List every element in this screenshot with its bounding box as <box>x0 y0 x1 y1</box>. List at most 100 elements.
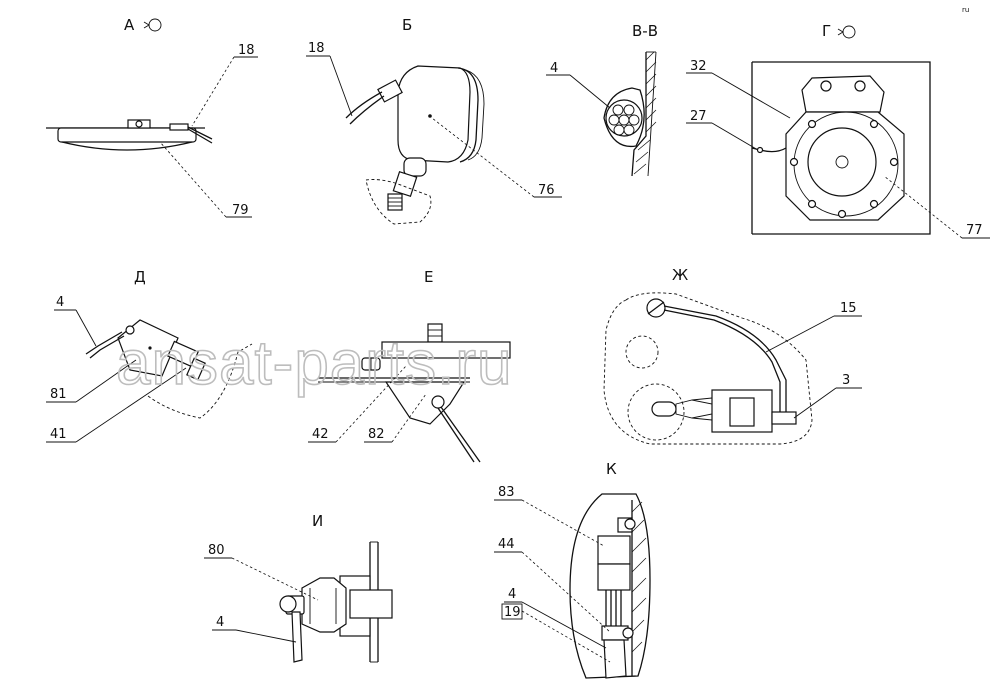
view-i-switch-body <box>301 577 347 633</box>
view-a-screw <box>135 120 143 128</box>
view-b-title: Б <box>402 16 412 34</box>
view-v-title: В-В <box>632 22 658 40</box>
view-d-callout-81: 81 <box>50 387 67 402</box>
view-i-leader-80 <box>231 557 319 601</box>
view-zh-callout-3: 3 <box>842 373 850 388</box>
view-k-top-screw <box>624 518 636 530</box>
view-v-clamp <box>603 87 645 148</box>
view-v: В-В 4 <box>546 22 658 177</box>
view-b-mount-panel <box>365 179 432 225</box>
view-b-ball-joint <box>403 157 427 177</box>
view-b-lamp-lens <box>465 69 485 161</box>
view-b-callout-18: 18 <box>308 41 325 56</box>
view-k-callout-19-box <box>501 603 523 620</box>
view-g-lens <box>807 127 877 197</box>
view-a-callout-18: 18 <box>238 43 255 58</box>
view-g-callout-27: 27 <box>690 109 707 124</box>
view-d-wire <box>85 331 123 355</box>
view-b-wire <box>345 91 383 119</box>
view-i: И 80 4 <box>204 512 393 663</box>
view-e-title: Е <box>424 268 433 286</box>
view-a-terminal <box>169 123 189 131</box>
view-k-leader-83 <box>521 499 605 547</box>
view-k-leader-4 <box>521 601 607 649</box>
view-e-lamp-body <box>384 381 466 425</box>
view-zh-mount-plate <box>603 292 813 445</box>
view-b-leader-18 <box>329 55 353 117</box>
view-d-screw <box>125 325 135 335</box>
view-g-screw-right <box>854 80 866 92</box>
view-g-bracket <box>801 75 885 113</box>
view-k-callout-4: 4 <box>508 587 516 602</box>
view-d-nut <box>186 357 206 381</box>
view-v-wall <box>631 52 647 177</box>
view-k-harness <box>603 639 627 679</box>
view-d-callout-41: 41 <box>50 427 67 442</box>
view-g-callout-77: 77 <box>966 223 983 238</box>
view-b: Б 18 76 <box>306 16 562 225</box>
view-k-callout-19: 19 <box>504 605 521 620</box>
view-i-wire <box>291 611 303 663</box>
view-zh-title: Ж <box>672 266 688 284</box>
view-zh-mount-hole <box>627 383 685 441</box>
view-g-leader-32 <box>711 72 791 119</box>
view-k: К 83 44 4 <box>494 460 651 679</box>
view-g-title: Г <box>822 22 831 40</box>
view-i-callout-80: 80 <box>208 543 225 558</box>
view-d-leader-81 <box>75 359 137 403</box>
view-a: А 18 79 <box>46 16 258 218</box>
view-k-callout-44: 44 <box>498 537 515 552</box>
view-d-leader-41 <box>75 367 187 443</box>
view-i-shaft <box>349 589 393 619</box>
view-b-leader-76 <box>431 117 535 198</box>
view-zh-callout-15: 15 <box>840 301 857 316</box>
watermark: ansat-parts.ru <box>116 329 513 398</box>
view-k-title: К <box>606 460 617 478</box>
view-i-terminal-cap <box>279 595 297 613</box>
view-g-panel <box>752 61 931 235</box>
view-g-leader-77 <box>883 175 963 239</box>
view-e-callout-82: 82 <box>368 427 385 442</box>
view-k-leader-19 <box>521 610 611 663</box>
view-d-title: Д <box>134 268 146 286</box>
view-zh: Ж 15 3 <box>603 266 862 445</box>
view-a-title: А <box>124 16 135 34</box>
view-zh-leader-3 <box>793 387 837 419</box>
view-d-callout-4: 4 <box>56 295 64 310</box>
view-d-leader-4 <box>75 309 97 347</box>
view-d-mount-panel <box>147 343 253 419</box>
view-i-leader-4 <box>235 629 297 643</box>
view-d: Д 4 81 41 <box>46 268 253 443</box>
view-k-callout-83: 83 <box>498 485 515 500</box>
view-e: Е 42 82 <box>308 268 511 463</box>
view-e-wire <box>437 407 475 463</box>
view-b-lamp-housing <box>397 65 471 163</box>
view-a-lens <box>61 141 193 151</box>
view-a-wire-2 <box>187 128 213 144</box>
view-zh-leader-15 <box>765 315 835 353</box>
view-a-callout-79: 79 <box>232 203 249 218</box>
view-zh-lamp-window <box>729 397 755 427</box>
view-a-wire <box>187 126 213 140</box>
view-g-center <box>835 155 849 169</box>
view-g-callout-32: 32 <box>690 59 707 74</box>
corner-mark: ru <box>962 6 969 14</box>
view-b-lamp-rim <box>457 67 479 163</box>
view-a-lamp-body <box>57 127 197 143</box>
view-a-leader-79 <box>159 141 227 218</box>
view-k-relay-bottom <box>597 563 631 591</box>
view-i-callout-4: 4 <box>216 615 224 630</box>
view-zh-bulb <box>651 401 677 417</box>
view-e-leader-42 <box>335 365 407 443</box>
view-e-plate <box>381 341 511 359</box>
view-k-lower-screw <box>622 627 634 639</box>
view-e-callout-42: 42 <box>312 427 329 442</box>
view-v-callout-4: 4 <box>550 61 558 76</box>
view-a-rotation-arrow <box>143 21 150 29</box>
view-i-title: И <box>312 512 323 530</box>
view-g-rotation-arrow <box>837 28 844 36</box>
view-zh-wire <box>663 305 787 412</box>
view-v-leader-4 <box>569 74 611 109</box>
view-a-leader-18 <box>191 56 235 127</box>
